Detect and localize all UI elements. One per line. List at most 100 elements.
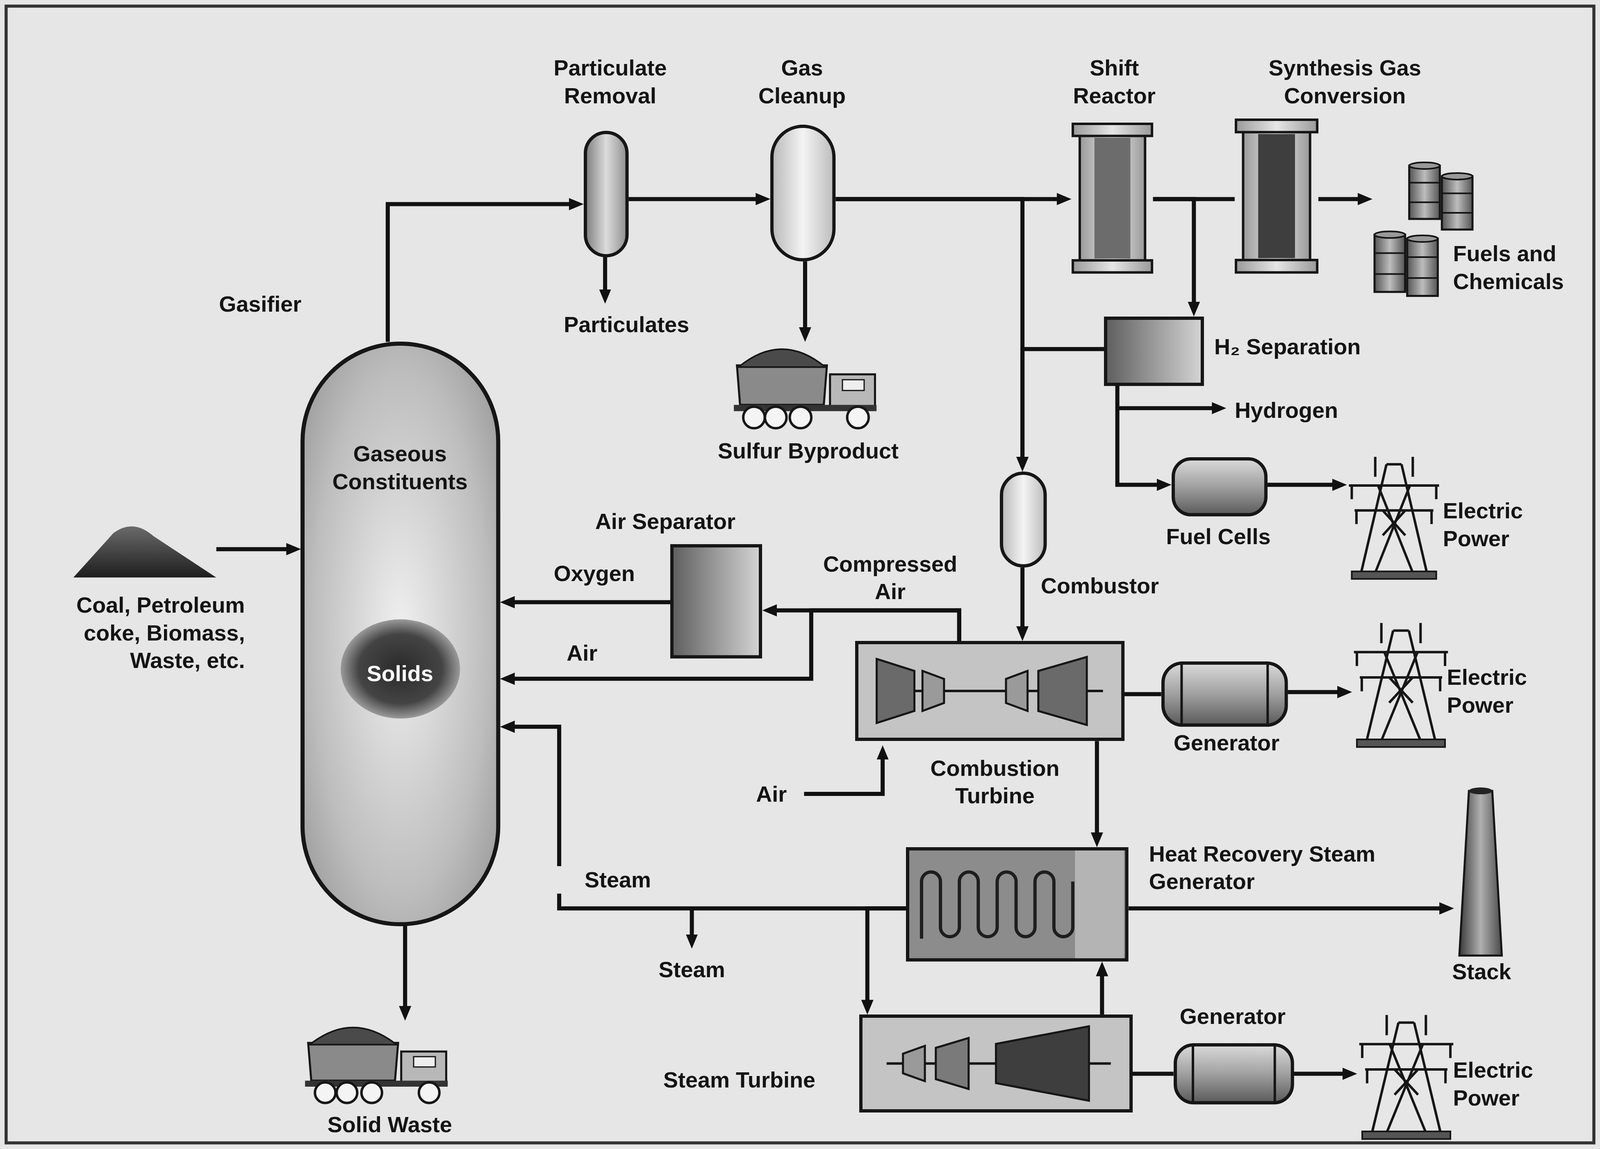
st-shape [859, 1014, 1133, 1113]
steam-out-arrow [689, 908, 695, 937]
flow-connector [1287, 689, 1340, 695]
drawing-part [302, 343, 499, 925]
frame [6, 6, 1594, 1143]
drawing-part [1072, 123, 1152, 136]
drawing-part [1258, 134, 1296, 259]
drawing-part [1038, 656, 1087, 725]
truck-node: Sulfur Byproduct [727, 341, 883, 432]
drawing-part [771, 126, 834, 260]
drawing-part [903, 1045, 925, 1082]
drawing-part [1398, 1021, 1414, 1024]
flow-connector [1020, 567, 1025, 629]
edge-label: Compressed Air [811, 549, 970, 606]
drawing-part [829, 374, 875, 407]
note-label: Hydrogen [1234, 396, 1368, 425]
node-label: Combustor [1040, 571, 1184, 600]
drawing-part [1394, 1069, 1418, 1095]
drawing-part [1386, 1043, 1423, 1133]
drawing-part [922, 670, 945, 711]
barrels-node: Fuels and Chemicals [1372, 163, 1475, 296]
drawing-part [1424, 1014, 1428, 1035]
drawing-part [1191, 1045, 1195, 1102]
gen-shape [1161, 661, 1289, 727]
drawing-part [1374, 252, 1406, 254]
flow-connector [1099, 973, 1104, 1015]
drawing-part [1419, 623, 1422, 644]
drawing-part [1373, 456, 1377, 477]
drawing-part [1175, 1044, 1293, 1103]
pile-node: Coal, Petroleum coke, Biomass, Waste, et… [73, 518, 217, 578]
vessel-shape [583, 130, 629, 258]
roundbox-node: Fuel Cells [1171, 457, 1268, 517]
drawing-part [1365, 1067, 1448, 1071]
flow-connector [803, 261, 808, 330]
flow-connector [1132, 1071, 1174, 1076]
drawing-part [1354, 650, 1448, 654]
flow-connector [512, 726, 907, 909]
drawing-part [1094, 137, 1131, 259]
node-label: Heat Recovery Steam Generator [1149, 839, 1394, 895]
tower-node: Electric Power [1347, 454, 1441, 579]
drawing-part [585, 132, 628, 256]
drawing-part [1385, 1014, 1388, 1035]
drawing-part [1441, 211, 1473, 214]
drawing-part [921, 871, 1073, 939]
column-shape [1071, 122, 1154, 274]
node-label: Gasifier [188, 290, 332, 319]
drawing-part [1441, 176, 1473, 230]
drawing-part [1434, 485, 1438, 499]
truck-shape [298, 1020, 454, 1107]
drawing-part [1173, 458, 1266, 515]
drawing-part [1443, 652, 1447, 667]
flow-connector [1153, 198, 1195, 304]
box-shape [670, 543, 763, 659]
tower-shape [1351, 620, 1450, 747]
drawing-part [1072, 260, 1152, 273]
drawing-part [1389, 677, 1413, 703]
flow-connector [1318, 196, 1361, 201]
flow-connector [402, 925, 408, 1009]
drawing-part [1374, 273, 1406, 275]
flow-connector [628, 196, 758, 201]
flow-connector [774, 610, 959, 642]
drawing-part [1355, 509, 1358, 524]
node-label: Gas Cleanup [735, 54, 869, 110]
drawing-part [1354, 508, 1434, 512]
drawing-part [1359, 675, 1443, 679]
drawing-part [1394, 1069, 1418, 1095]
hrsg-node: Heat Recovery Steam Generator [905, 846, 1129, 962]
tower-shape [1347, 454, 1441, 579]
column-node: Shift Reactor [1071, 122, 1154, 274]
drawing-part [1409, 201, 1441, 203]
node-label: Generator [1149, 728, 1303, 757]
gen-node: Generator [1173, 1042, 1295, 1104]
drawing-part [1348, 484, 1439, 487]
vessel2-shape [770, 124, 836, 262]
pile-shape [73, 518, 217, 578]
drawing-part [789, 406, 812, 429]
drawing-part [671, 545, 761, 657]
node-label: Coal, Petroleum coke, Biomass, Waste, et… [25, 591, 245, 675]
drawing-part [1444, 1069, 1447, 1084]
drawing-part [736, 365, 827, 405]
drawing-part [907, 848, 1127, 960]
node-label: Generator [1156, 1002, 1309, 1031]
node-label: Sulfur Byproduct [685, 436, 931, 465]
drawing-part [1355, 652, 1359, 667]
drawing-part [860, 1015, 1132, 1111]
drawing-part [336, 1082, 358, 1103]
drawing-part [1005, 670, 1028, 711]
hydrogen-arrow [1117, 405, 1215, 410]
flow-connector [867, 908, 907, 1002]
tower-shape [1357, 1012, 1456, 1139]
gen-shape [1173, 1042, 1295, 1104]
drawing-part [1459, 790, 1503, 955]
drawing-part [1374, 231, 1406, 239]
truck-shape [727, 341, 883, 432]
drawing-part [1348, 456, 1439, 573]
node-label: Solid Waste [292, 1110, 487, 1139]
drawing-part [340, 619, 460, 719]
drawing-part [1163, 662, 1287, 725]
edge-label: Steam [554, 865, 682, 894]
